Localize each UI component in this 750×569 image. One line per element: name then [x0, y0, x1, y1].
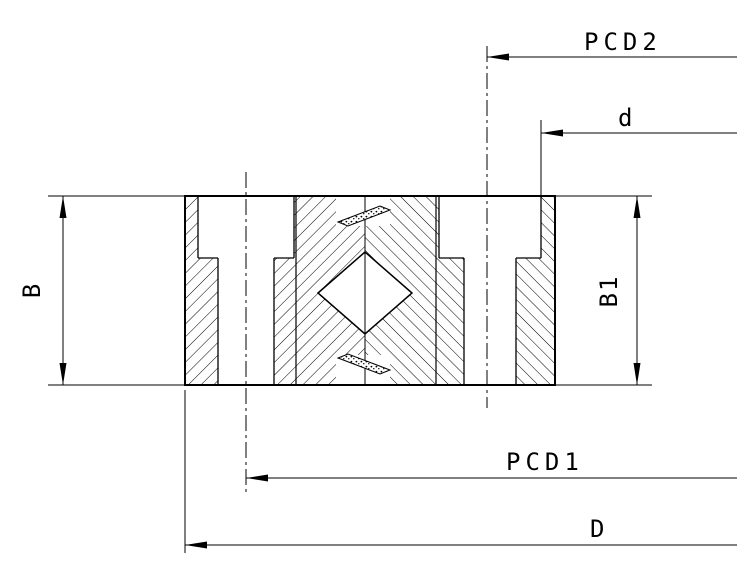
dimension-b1 [555, 195, 652, 386]
label-pcd1: PCD1 [506, 448, 584, 476]
dimension-d [540, 120, 737, 196]
dimension-pcd2 [487, 53, 737, 61]
hatch-middle-right [365, 196, 436, 385]
dimension-pcd1 [246, 474, 737, 482]
label-d: d [618, 104, 632, 132]
seal-bottom [336, 353, 392, 375]
dimension-labels: PCD2 d B B1 PCD1 D [18, 28, 662, 543]
hatch-middle-left [296, 196, 365, 385]
arrow-b-top [59, 196, 67, 218]
label-b1: B1 [595, 275, 623, 308]
arrow-d [541, 129, 563, 137]
hatch-right-ring [436, 196, 555, 385]
arrow-b-bottom [59, 363, 67, 385]
arrow-pcd2 [487, 53, 509, 61]
label-outer-diameter: D [590, 515, 604, 543]
dimension-b [48, 195, 185, 386]
arrow-b1-bottom [633, 363, 641, 385]
section-outline [184, 195, 556, 386]
arrow-pcd1 [246, 474, 268, 482]
dimension-outer-diameter [184, 390, 737, 553]
arrow-b1-top [633, 196, 641, 218]
arrow-outer-diameter [185, 541, 207, 549]
label-b: B [18, 284, 46, 298]
seal-top [336, 205, 392, 227]
centerlines [245, 46, 488, 492]
label-pcd2: PCD2 [584, 28, 662, 56]
bearing-section [184, 195, 556, 386]
bolt-hole-outlines [197, 196, 542, 385]
ring-joint-lines [295, 196, 437, 385]
hatch-left-ring [185, 196, 296, 385]
